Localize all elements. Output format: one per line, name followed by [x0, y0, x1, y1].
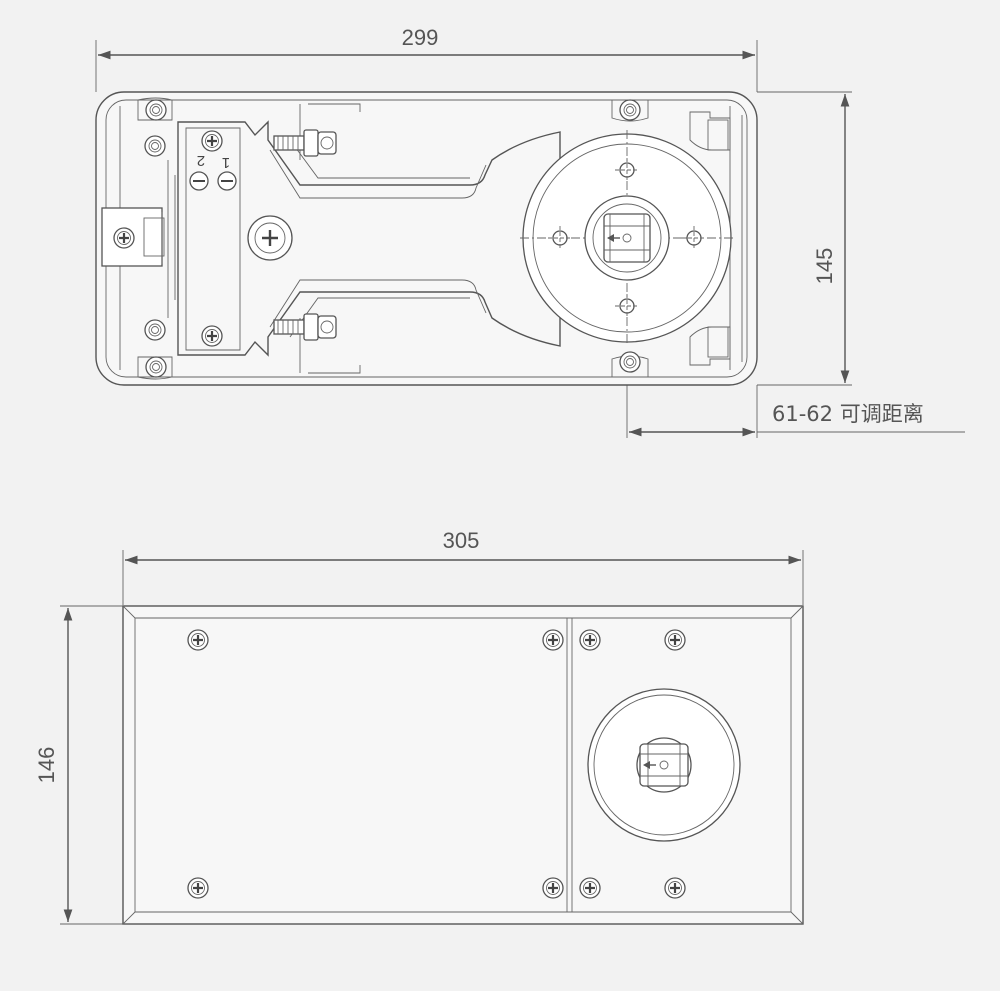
adjust-bolt-upper [273, 129, 337, 157]
dim-length-top-label: 299 [402, 25, 439, 50]
cover-screw-icon [663, 628, 687, 652]
cover-screw-icon [578, 876, 602, 900]
cover-screw-icon [541, 876, 565, 900]
adjust-bolt-lower [273, 313, 337, 341]
dim-length-bottom-label: 305 [443, 528, 480, 553]
cover-screw-icon [578, 628, 602, 652]
left-bracket [101, 207, 165, 267]
dimension-width-top: 145 [757, 91, 852, 386]
cover-screw-icon [541, 628, 565, 652]
dim-width-top-label: 145 [812, 248, 837, 285]
valve-switch: 1 2 [189, 152, 237, 191]
dim-width-bottom-label: 146 [34, 747, 59, 784]
bottom-view: 305 146 [34, 528, 804, 925]
boss-lower-left-icon [144, 319, 166, 341]
spindle-cover [587, 688, 741, 842]
dimension-adjust: 61-62 可调距离 [626, 355, 965, 438]
dimension-length-top: 299 [95, 25, 758, 92]
cover-screw-icon [186, 628, 210, 652]
dimension-length-bottom: 305 [122, 528, 804, 605]
mounting-lugs [137, 97, 649, 380]
mechanism-plate [177, 120, 561, 357]
cover-screw-icon [663, 876, 687, 900]
dimension-width-bottom: 146 [34, 605, 123, 925]
switch-label-2: 2 [197, 152, 205, 169]
spindle-disc [520, 130, 735, 346]
dim-adjust-label: 61-62 可调距离 [772, 402, 924, 426]
boss-upper-left-icon [144, 135, 166, 157]
valve-screw-top-icon [200, 129, 224, 153]
top-view: 299 145 61-62 可调距离 [95, 25, 965, 438]
bottom-spindle-square-icon [639, 743, 689, 787]
switch-label-1: 1 [222, 154, 230, 171]
valve-screw-bottom-icon [200, 324, 224, 348]
pivot-screw-icon [247, 215, 293, 261]
cover-screw-icon [186, 876, 210, 900]
